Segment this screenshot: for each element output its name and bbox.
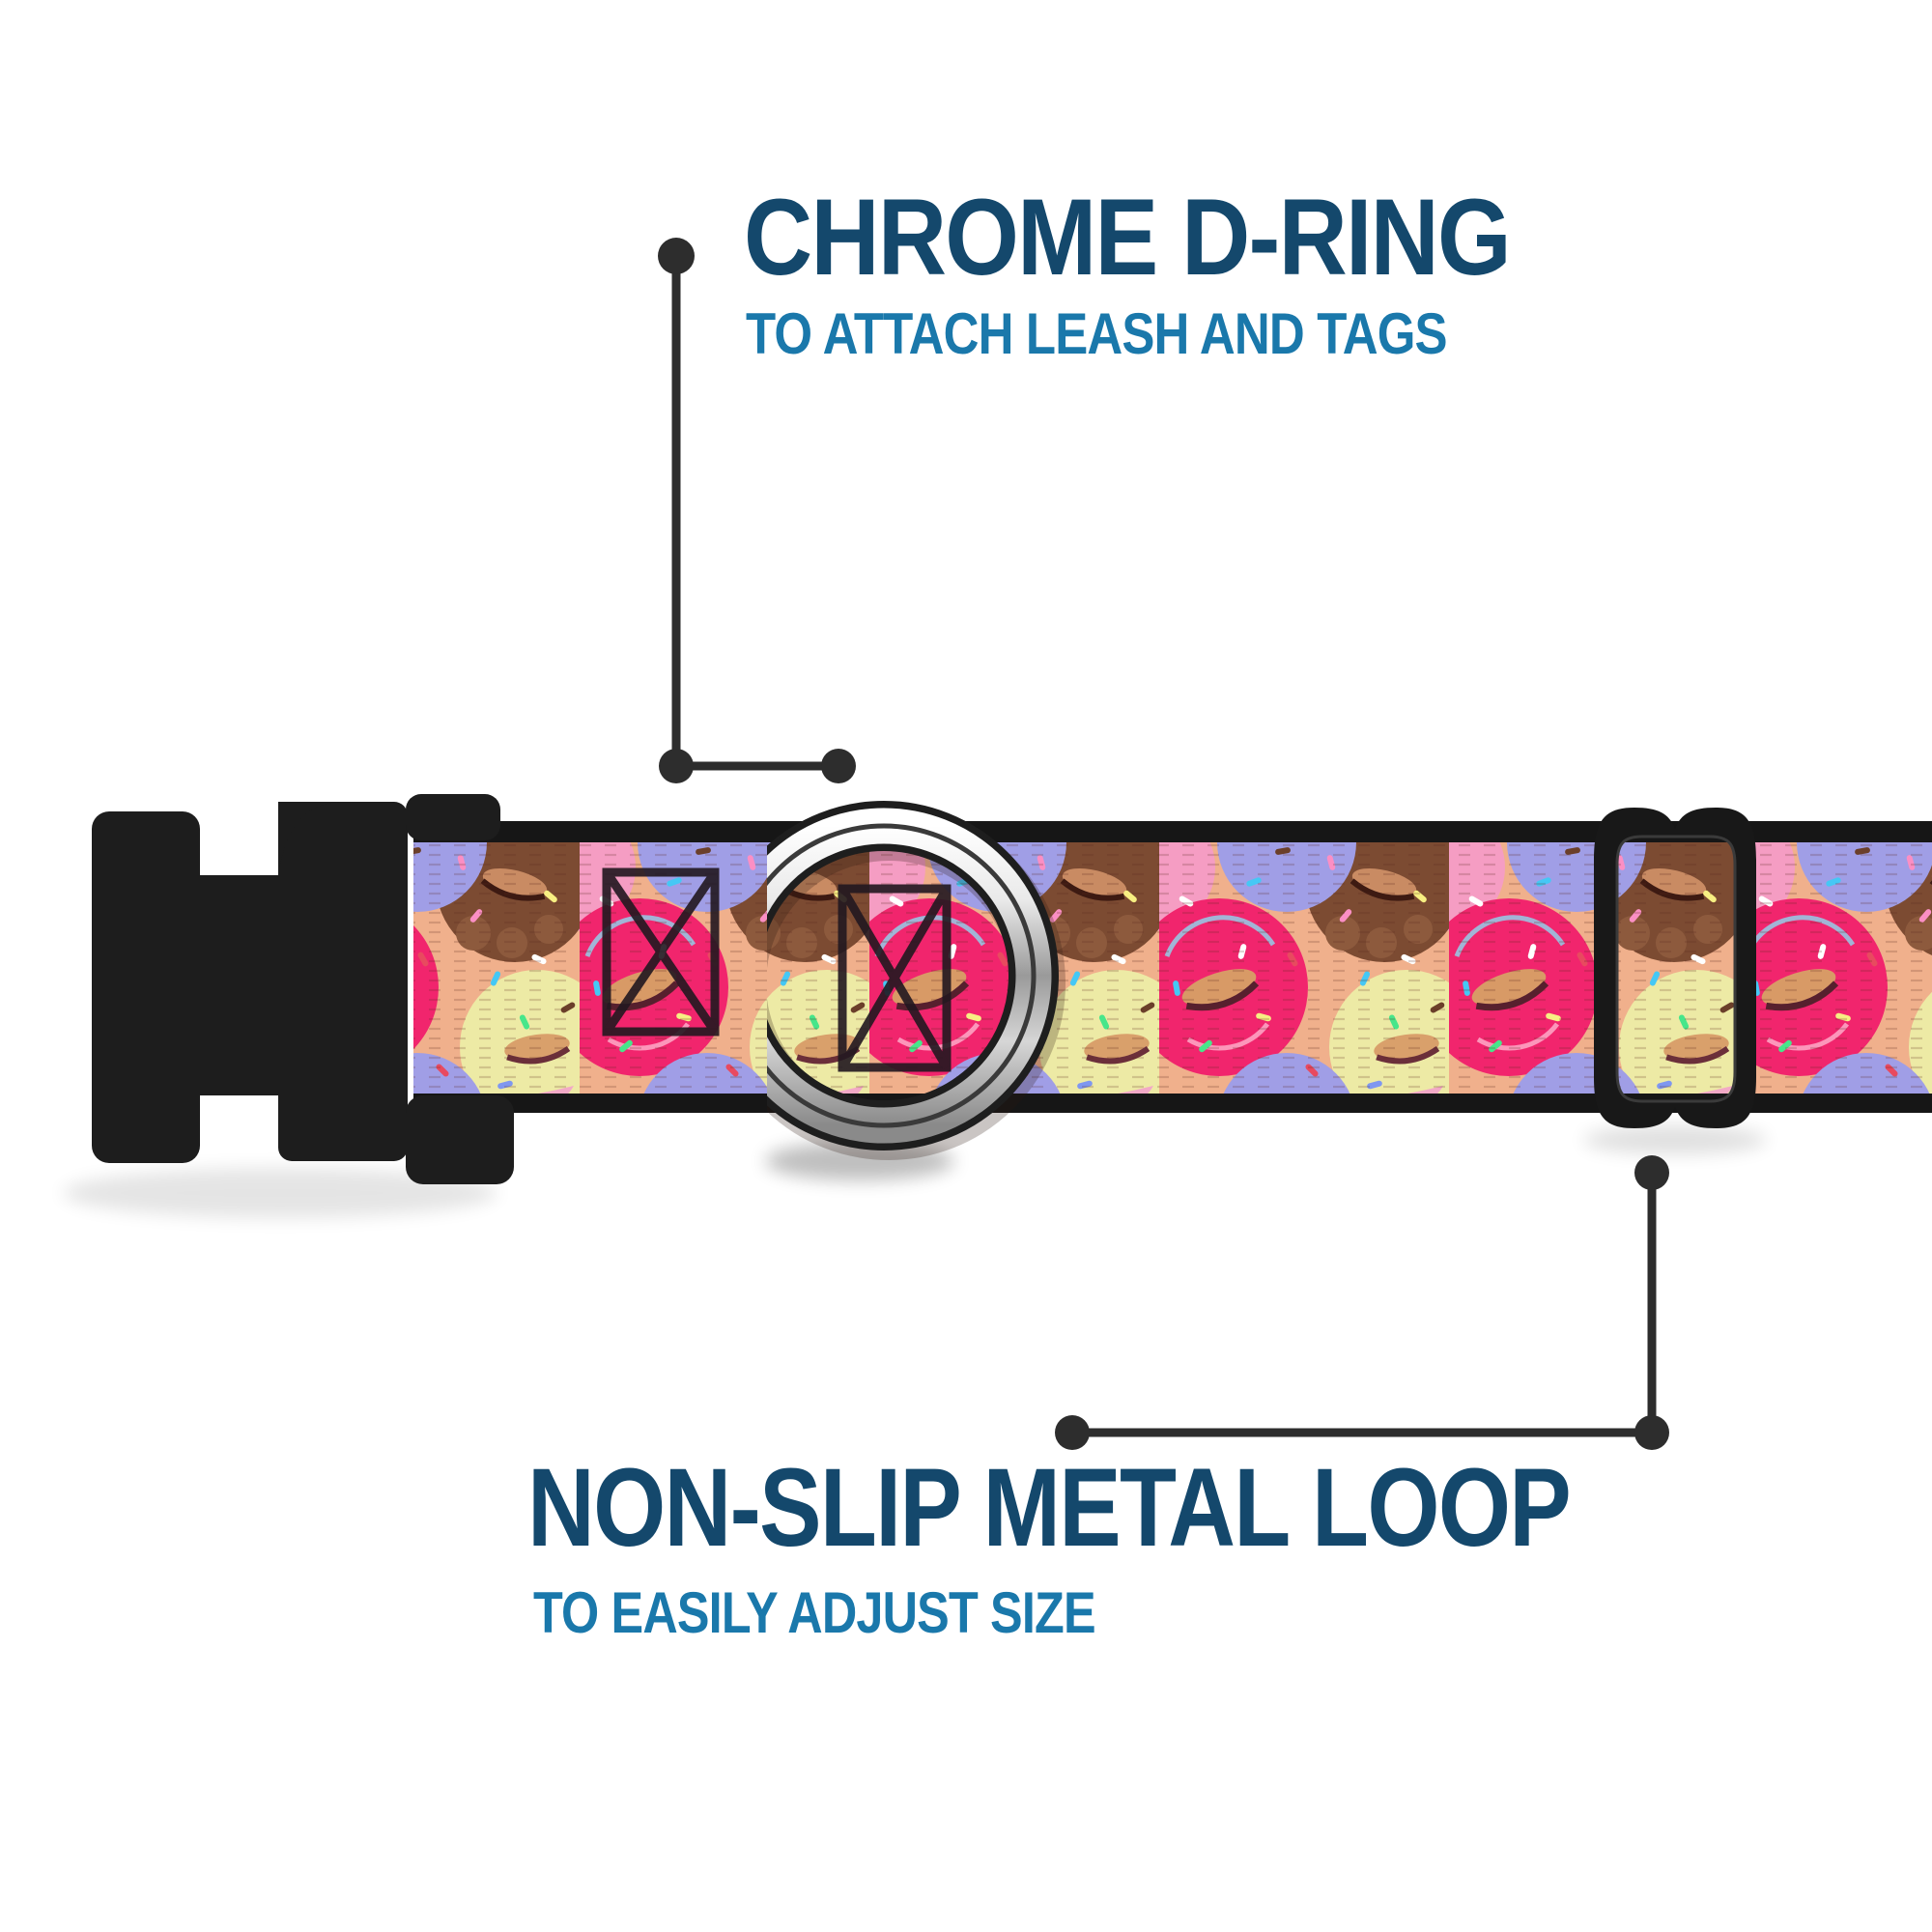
chrome-d-ring xyxy=(767,801,1065,1160)
top-callout-connector xyxy=(671,261,838,771)
slider-shadow xyxy=(1583,1125,1767,1154)
stitch-box xyxy=(838,884,952,1072)
metal-slider-loop xyxy=(1594,808,1756,1128)
bottom-callout-dots xyxy=(1055,1155,1669,1450)
bottom-callout-subtitle: TO EASILY ADJUST SIZE xyxy=(533,1580,1096,1645)
top-callout-title: CHROME D-RING xyxy=(744,177,1512,298)
webbing-strap xyxy=(413,821,1932,1113)
bottom-callout-connector xyxy=(1072,1173,1657,1437)
slider-inner-edge xyxy=(1615,835,1737,1103)
stitch-box xyxy=(602,867,720,1037)
top-callout-subtitle: TO ATTACH LEASH AND TAGS xyxy=(746,301,1448,366)
buckle-shadow xyxy=(63,1168,497,1218)
side-release-buckle xyxy=(92,794,514,1184)
bottom-callout-title: NON-SLIP METAL LOOP xyxy=(527,1446,1572,1570)
top-callout-dots xyxy=(658,238,856,783)
d-ring-shadow xyxy=(765,1142,954,1180)
